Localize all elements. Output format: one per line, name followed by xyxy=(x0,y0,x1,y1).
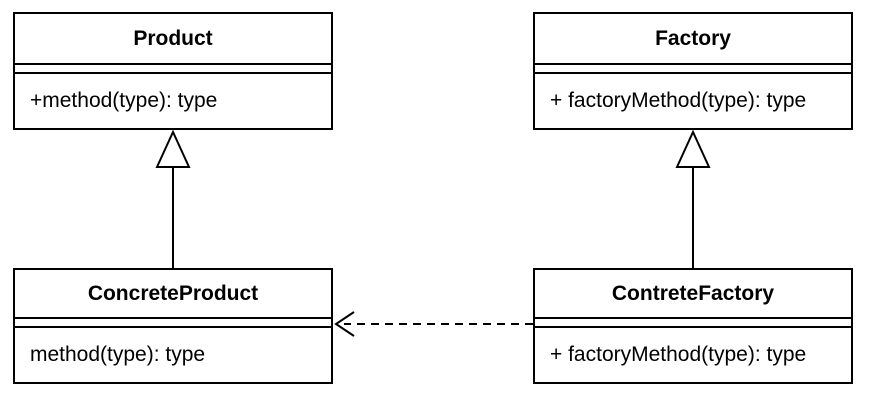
class-name: ContreteFactory xyxy=(535,270,851,319)
hollow-triangle-icon xyxy=(155,129,191,168)
class-box-factory: Factory + factoryMethod(type): type xyxy=(533,12,853,130)
class-box-concreteproduct: ConcreteProduct method(type): type xyxy=(13,268,333,384)
class-name: Product xyxy=(15,14,331,65)
hollow-triangle-icon xyxy=(675,129,711,168)
class-method: method(type): type xyxy=(30,343,206,366)
class-box-product: Product +method(type): type xyxy=(13,12,333,130)
class-name: Factory xyxy=(535,14,851,65)
class-box-contretefactory: ContreteFactory + factoryMethod(type): t… xyxy=(533,268,853,384)
attributes-compartment xyxy=(15,65,331,74)
attributes-compartment xyxy=(535,65,851,74)
generalization-arrow-contretefactory-to-factory xyxy=(675,129,711,268)
dependency-arrow-contretefactory-to-concreteproduct xyxy=(334,311,533,337)
attributes-compartment xyxy=(15,319,331,328)
class-method: +method(type): type xyxy=(30,89,218,112)
generalization-arrow-concreteproduct-to-product xyxy=(155,129,191,268)
open-arrowhead-icon xyxy=(334,311,355,337)
attributes-compartment xyxy=(535,319,851,328)
class-method: + factoryMethod(type): type xyxy=(550,89,807,112)
class-name: ConcreteProduct xyxy=(15,270,331,319)
class-method: + factoryMethod(type): type xyxy=(550,343,807,366)
